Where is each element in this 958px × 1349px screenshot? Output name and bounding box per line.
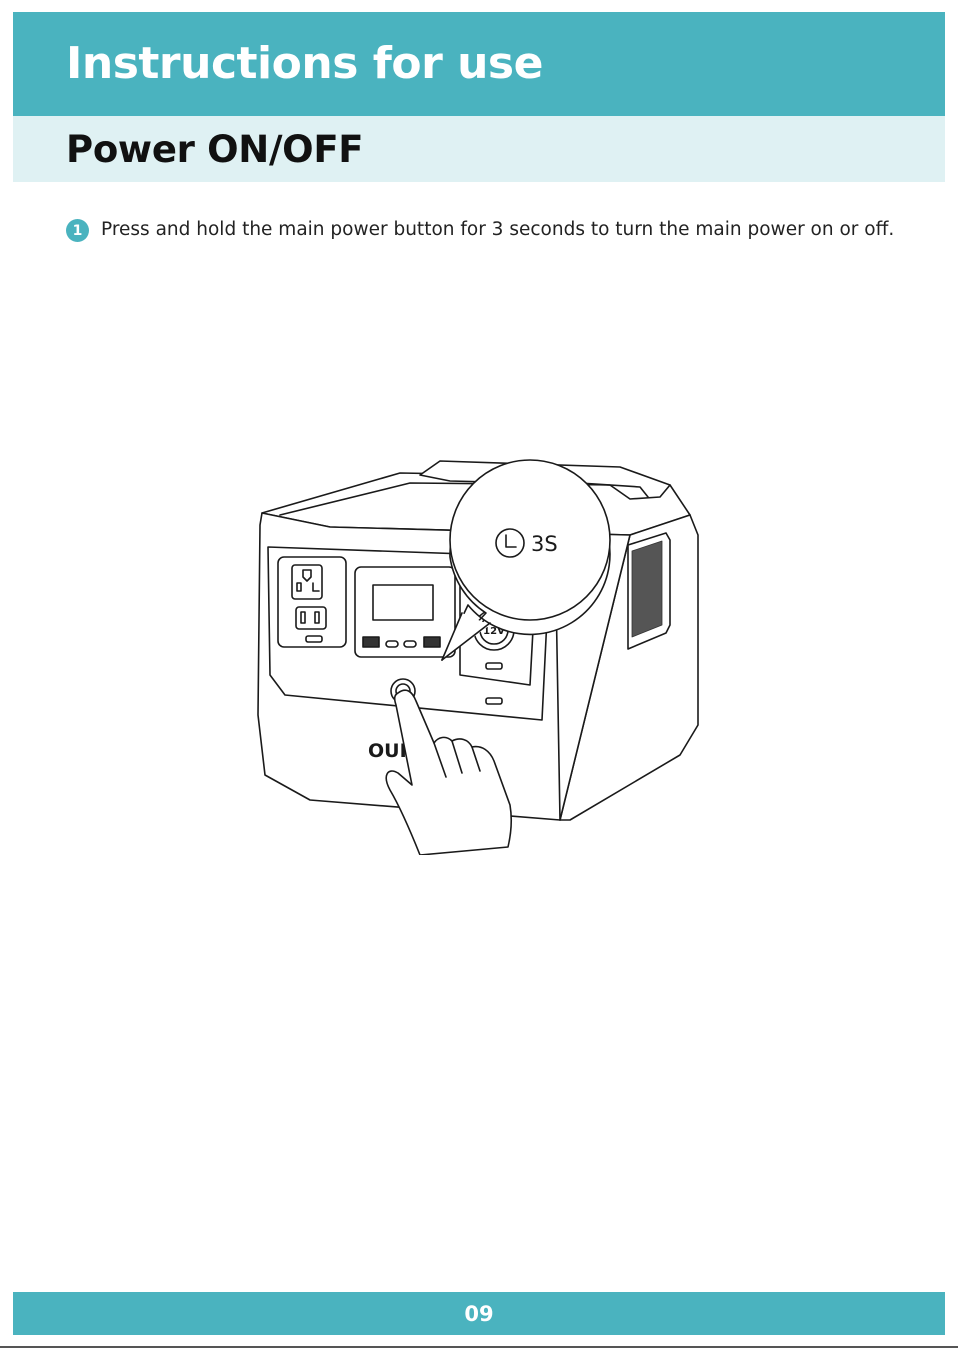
footer-bar: 09: [13, 1292, 945, 1335]
page-title: Instructions for use: [66, 38, 543, 89]
page-number: 09: [464, 1302, 493, 1326]
step-item: 1 Press and hold the main power button f…: [66, 214, 896, 245]
timer-label: 3S: [531, 532, 558, 556]
section-title: Power ON/OFF: [66, 128, 363, 171]
step-number-badge: 1: [66, 219, 89, 242]
clock-icon: [496, 529, 524, 557]
power-station-illustration: 12V OUPE 3S: [250, 455, 710, 855]
side-vent: [628, 533, 670, 649]
header-bar: Instructions for use: [13, 12, 945, 116]
section-bar: Power ON/OFF: [13, 116, 945, 182]
bottom-rule: [0, 1346, 958, 1348]
step-text: Press and hold the main power button for…: [101, 214, 896, 245]
